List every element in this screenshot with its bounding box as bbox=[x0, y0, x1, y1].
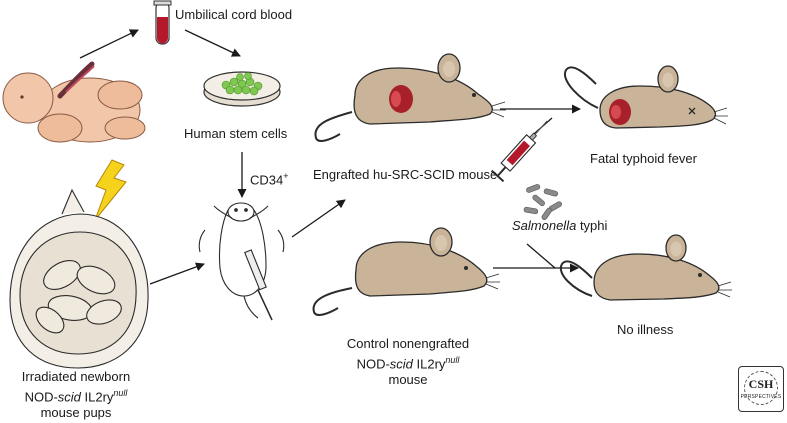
arrow-infection-down bbox=[526, 243, 556, 269]
logo-text: CSH bbox=[748, 377, 774, 391]
logo-subtext: PERSPECTIVES bbox=[740, 394, 782, 400]
cd34-superscript: + bbox=[283, 171, 289, 181]
mouse-pups-icon bbox=[9, 188, 149, 369]
label-irradiated-pups: Irradiated newborn NOD-scid IL2rynull mo… bbox=[0, 369, 152, 421]
salmonella-species: typhi bbox=[576, 218, 608, 233]
control-nod: NOD- bbox=[356, 356, 390, 372]
arrow-pups-to-injection bbox=[149, 262, 205, 285]
petri-dish-icon bbox=[203, 71, 281, 107]
lightning-icon bbox=[94, 159, 127, 221]
logo-ring bbox=[744, 371, 778, 405]
pups-line-1: Irradiated newborn bbox=[21, 369, 131, 384]
baby-icon bbox=[2, 61, 146, 143]
control-null: null bbox=[445, 355, 460, 365]
arrow-injection-to-engrafted bbox=[291, 199, 346, 238]
label-engrafted-mouse: Engrafted hu-SRC-SCID mouse bbox=[313, 167, 498, 182]
control-line-1: Control nonengrafted bbox=[346, 336, 470, 351]
pups-nod: NOD- bbox=[24, 389, 58, 405]
sick-mouse-icon bbox=[563, 65, 728, 129]
healthy-mouse-icon bbox=[559, 234, 732, 301]
cd34-text: CD34 bbox=[250, 172, 284, 188]
flow-arrows bbox=[79, 29, 581, 285]
label-cd34: CD34+ bbox=[250, 168, 289, 188]
control-il2ry: IL2ry bbox=[412, 356, 446, 372]
label-fatal-typhoid-fever: Fatal typhoid fever bbox=[590, 151, 697, 166]
pups-line-2: NOD-scid IL2rynull bbox=[0, 385, 152, 405]
salmonella-genus: Salmonella bbox=[512, 218, 577, 233]
csh-logo: CSH PERSPECTIVES bbox=[738, 366, 784, 412]
injection-icon bbox=[198, 202, 285, 321]
label-no-illness: No illness bbox=[617, 322, 674, 337]
control-line-3: mouse bbox=[388, 372, 428, 388]
stem-cells bbox=[221, 72, 263, 96]
pups-null: null bbox=[113, 388, 128, 398]
test-tube-icon bbox=[153, 0, 172, 45]
control-mouse-icon bbox=[312, 227, 500, 316]
pups-line-3: mouse pups bbox=[40, 405, 112, 421]
label-human-stem-cells: Human stem cells bbox=[184, 126, 288, 141]
label-umbilical-cord-blood: Umbilical cord blood bbox=[175, 7, 293, 22]
bacteria-icon bbox=[523, 184, 562, 220]
control-scid: scid bbox=[389, 356, 413, 372]
arrow-baby-to-tube bbox=[79, 29, 139, 59]
pups-scid: scid bbox=[57, 389, 81, 405]
arrow-tube-to-dish bbox=[184, 29, 241, 57]
pups-il2ry: IL2ry bbox=[80, 389, 114, 405]
engrafted-mouse-icon bbox=[314, 53, 506, 142]
control-line-2: NOD-scid IL2rynull bbox=[332, 352, 484, 372]
syringe-icon bbox=[490, 120, 548, 183]
label-control-mouse: Control nonengrafted NOD-scid IL2rynull … bbox=[332, 336, 484, 388]
label-salmonella-typhi: Salmonella typhi bbox=[512, 218, 607, 234]
